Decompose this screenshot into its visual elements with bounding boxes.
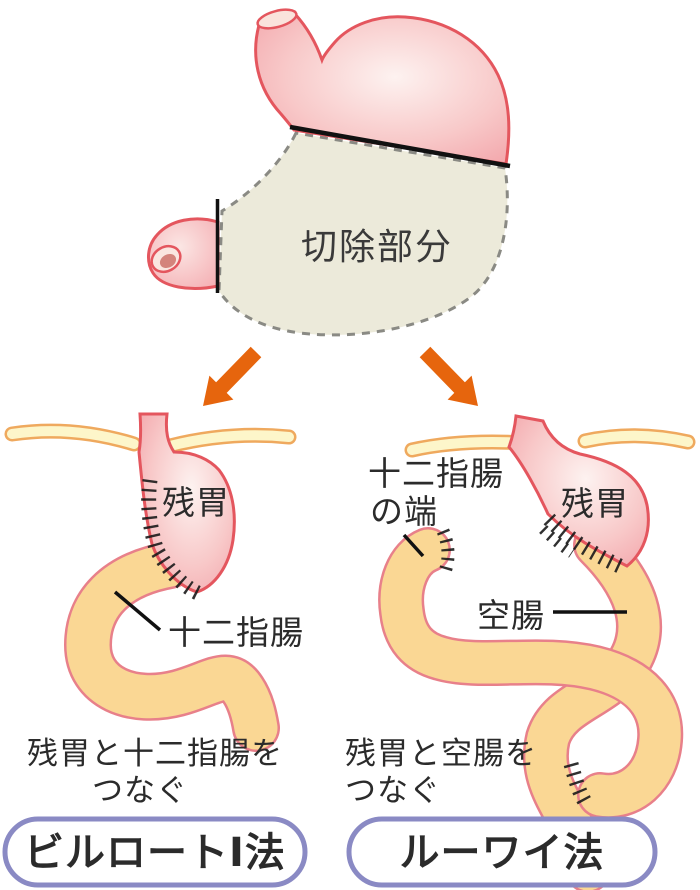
gastric-cut-line — [289, 124, 511, 169]
roux-method-badge: ルーワイ法 — [346, 816, 658, 888]
roux-method-label: ルーワイ法 — [400, 830, 605, 876]
duodenum-pointer-line — [113, 590, 162, 632]
duodenum-end-label-line2: の端 — [370, 492, 438, 531]
duodenum-tube — [63, 541, 280, 752]
billroth-method-badge: ビルロートI法 — [2, 816, 308, 888]
jejunum-label: 空腸 — [477, 596, 545, 635]
gastrojejunal-sutures — [543, 513, 628, 575]
resected-portion-label: 切除部分 — [301, 227, 453, 268]
duodenum-opening-inner — [159, 253, 177, 269]
duodenum-end-pointer-line — [402, 533, 425, 558]
remnant-stomach-left — [137, 412, 236, 594]
arrow-down-right-icon — [419, 346, 478, 406]
billroth-caption-line2: つなぐ — [92, 773, 188, 809]
whole-stomach-illustration: 切除部分 — [147, 8, 511, 337]
roux-caption: 残胃と空腸を つなぐ — [345, 736, 537, 809]
anastomosis-sutures — [151, 548, 204, 601]
stomach-upper-shape — [254, 12, 511, 166]
esophagus-opening — [256, 8, 298, 30]
duodenum-label: 十二指腸 — [168, 613, 304, 652]
billroth-diagram: 残胃 十二指腸 — [4, 412, 304, 752]
y-junction-sutures — [563, 761, 592, 806]
billroth-caption-line1: 残胃と十二指腸を — [27, 736, 283, 772]
duodenum-end-label-line1: 十二指腸 — [368, 454, 504, 493]
remnant-stomach-label-right: 残胃 — [561, 484, 629, 523]
duodenum-afferent-tube — [378, 527, 684, 819]
roux-caption-line2: つなぐ — [345, 773, 441, 809]
remnant-stomach-label: 残胃 — [162, 483, 230, 522]
roux-caption-line1: 残胃と空腸を — [345, 736, 537, 772]
diaphragm-left — [4, 423, 297, 454]
remnant-stomach-right — [507, 414, 650, 568]
billroth-method-label: ビルロートI法 — [24, 830, 286, 876]
billroth-caption: 残胃と十二指腸を つなぐ — [27, 736, 283, 809]
arrow-down-left-icon — [203, 346, 262, 406]
gastrojejunal-sutures-2 — [539, 525, 576, 558]
resected-portion-shape — [217, 131, 509, 337]
